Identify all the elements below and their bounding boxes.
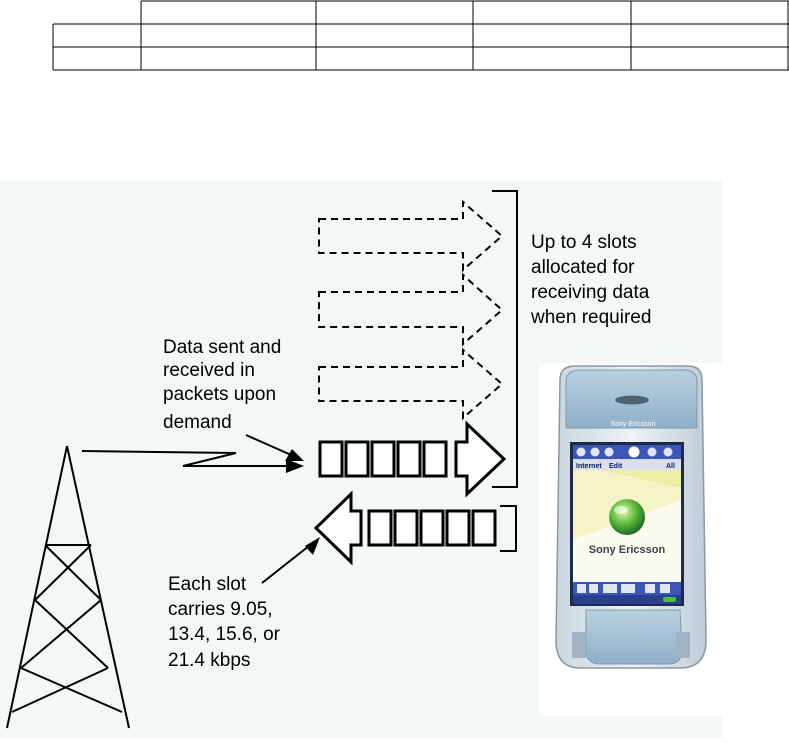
rate-label-line-1: Each slot bbox=[168, 574, 247, 595]
slots-label-line-2: allocated for bbox=[531, 257, 635, 278]
phone-menu-edit: Edit bbox=[609, 463, 623, 470]
demand-label-line-3: packets upon bbox=[163, 384, 276, 405]
sony-ericsson-logo bbox=[609, 499, 645, 535]
slots-label-line-4: when required bbox=[530, 307, 651, 328]
demand-label-line-2: received in bbox=[163, 360, 255, 381]
slots-label-line-3: receiving data bbox=[531, 282, 650, 303]
phone-screen-brand: Sony Ericsson bbox=[589, 544, 666, 556]
rate-label-line-2: carries 9.05, bbox=[168, 599, 273, 620]
rate-label-line-4: 21.4 kbps bbox=[168, 650, 250, 671]
phone-menu-internet: Internet bbox=[576, 463, 602, 470]
slots-label-line-1: Up to 4 slots bbox=[531, 232, 637, 253]
phone-brand-top: Sony Ericsson bbox=[611, 421, 656, 428]
demand-label-line-4: demand bbox=[163, 412, 232, 433]
rate-label-line-3: 13.4, 15.6, or bbox=[168, 624, 281, 645]
top-table bbox=[53, 1, 789, 70]
phone-photo: Sony Ericsson Internet Edit All Sony Eri… bbox=[539, 363, 722, 716]
phone-menu-all: All bbox=[666, 463, 675, 470]
demand-label-line-1: Data sent and bbox=[163, 337, 281, 358]
